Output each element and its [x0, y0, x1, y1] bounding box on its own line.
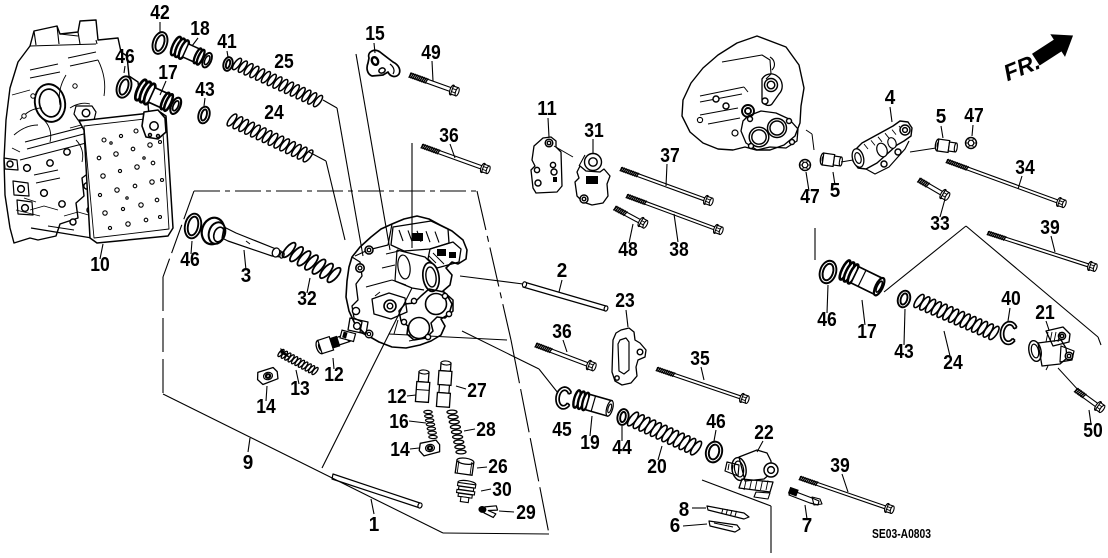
- svg-text:45: 45: [552, 419, 572, 441]
- svg-text:48: 48: [618, 239, 638, 261]
- svg-text:33: 33: [930, 213, 950, 235]
- svg-text:41: 41: [217, 31, 237, 53]
- svg-text:12: 12: [387, 386, 407, 408]
- svg-text:47: 47: [964, 105, 984, 127]
- svg-text:SE03-A0803: SE03-A0803: [872, 527, 931, 541]
- svg-text:2: 2: [557, 260, 568, 282]
- svg-text:10: 10: [90, 254, 110, 276]
- svg-text:20: 20: [647, 456, 667, 478]
- svg-text:36: 36: [439, 125, 459, 147]
- svg-text:17: 17: [158, 62, 178, 84]
- svg-text:42: 42: [150, 2, 170, 24]
- svg-text:11: 11: [537, 98, 557, 120]
- svg-text:28: 28: [476, 419, 496, 441]
- svg-text:7: 7: [802, 515, 813, 537]
- svg-text:32: 32: [297, 288, 317, 310]
- svg-text:24: 24: [943, 352, 963, 374]
- svg-text:31: 31: [584, 120, 604, 142]
- svg-text:43: 43: [195, 79, 215, 101]
- svg-text:21: 21: [1035, 302, 1055, 324]
- svg-text:35: 35: [690, 348, 710, 370]
- svg-text:6: 6: [670, 515, 681, 537]
- svg-text:13: 13: [290, 378, 310, 400]
- svg-text:23: 23: [615, 290, 635, 312]
- svg-text:40: 40: [1001, 288, 1021, 310]
- svg-text:15: 15: [365, 23, 385, 45]
- svg-text:17: 17: [857, 321, 877, 343]
- svg-text:24: 24: [264, 102, 284, 124]
- svg-text:50: 50: [1083, 420, 1103, 442]
- svg-text:25: 25: [274, 51, 294, 73]
- svg-text:14: 14: [390, 439, 410, 461]
- svg-text:37: 37: [660, 145, 680, 167]
- svg-text:19: 19: [580, 432, 600, 454]
- svg-text:46: 46: [180, 249, 200, 271]
- svg-text:36: 36: [552, 321, 572, 343]
- svg-text:8: 8: [679, 499, 690, 521]
- svg-text:3: 3: [241, 265, 252, 287]
- svg-text:12: 12: [324, 364, 344, 386]
- svg-text:27: 27: [467, 380, 487, 402]
- svg-text:14: 14: [256, 396, 276, 418]
- svg-text:49: 49: [421, 42, 441, 64]
- svg-text:34: 34: [1015, 157, 1035, 179]
- svg-text:46: 46: [115, 46, 135, 68]
- svg-text:39: 39: [1040, 217, 1060, 239]
- svg-text:26: 26: [488, 456, 508, 478]
- svg-text:44: 44: [612, 437, 632, 459]
- svg-text:5: 5: [830, 180, 841, 202]
- svg-text:47: 47: [800, 186, 820, 208]
- svg-text:43: 43: [894, 341, 914, 363]
- svg-text:9: 9: [243, 452, 254, 474]
- svg-text:22: 22: [754, 422, 774, 444]
- svg-text:38: 38: [669, 239, 689, 261]
- svg-text:5: 5: [936, 106, 947, 128]
- svg-text:46: 46: [706, 411, 726, 433]
- svg-text:46: 46: [817, 309, 837, 331]
- svg-text:1: 1: [369, 514, 380, 536]
- svg-text:4: 4: [885, 87, 896, 109]
- svg-text:18: 18: [190, 18, 210, 40]
- svg-text:29: 29: [516, 502, 536, 524]
- svg-text:30: 30: [492, 479, 512, 501]
- svg-text:39: 39: [830, 455, 850, 477]
- svg-text:16: 16: [389, 411, 409, 433]
